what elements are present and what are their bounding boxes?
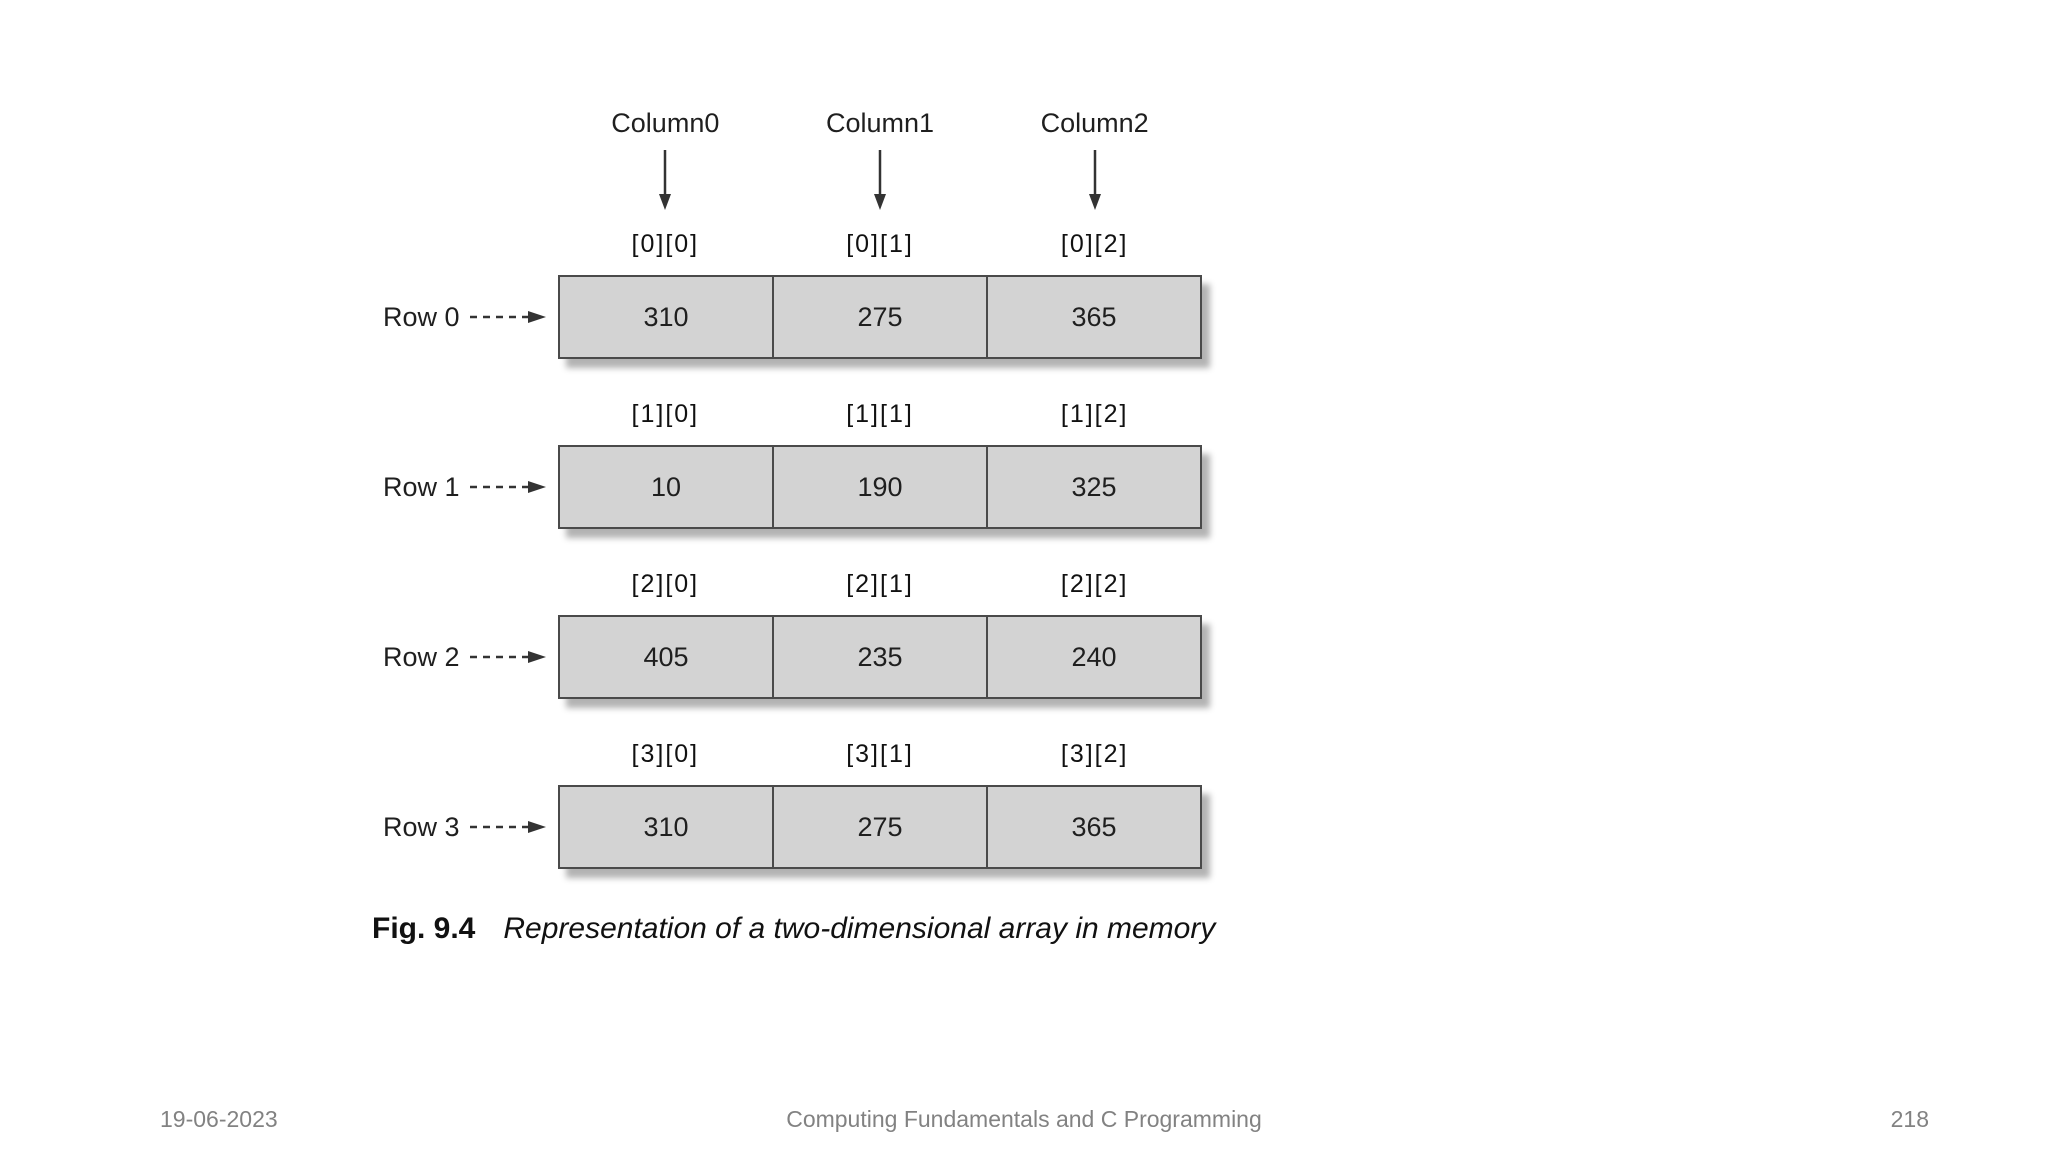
dashed-arrow-icon bbox=[469, 651, 546, 663]
row-label-group: Row 3 bbox=[383, 785, 555, 869]
array-cell: 275 bbox=[772, 277, 986, 357]
index-label: [1][2] bbox=[1060, 400, 1129, 428]
memory-row: 405 235 240 bbox=[558, 615, 1202, 699]
row-label: Row 1 bbox=[383, 471, 460, 502]
array-cell: 240 bbox=[986, 617, 1200, 697]
row-label: Row 0 bbox=[383, 301, 460, 332]
down-arrow-icon bbox=[1088, 150, 1101, 210]
column-header: Column0 bbox=[611, 108, 720, 138]
row-label: Row 3 bbox=[383, 811, 460, 842]
index-row: [1][0] [1][1] [1][2] bbox=[558, 400, 1202, 429]
column-arrows bbox=[558, 150, 1202, 212]
index-row: [2][0] [2][1] [2][2] bbox=[558, 570, 1202, 599]
index-label: [2][2] bbox=[1060, 570, 1129, 598]
array-cell: 365 bbox=[986, 787, 1200, 867]
footer-date: 19-06-2023 bbox=[160, 1106, 278, 1132]
column-headers: Column0 Column1 Column2 bbox=[558, 108, 1202, 139]
dashed-arrow-icon bbox=[469, 311, 546, 323]
array-cell: 310 bbox=[643, 301, 689, 332]
column-header: Column1 bbox=[825, 108, 935, 138]
row-label-group: Row 1 bbox=[383, 445, 555, 529]
array-cell: 10 bbox=[650, 471, 682, 502]
memory-row: 310 275 365 bbox=[558, 275, 1202, 359]
footer-title: Computing Fundamentals and C Programming bbox=[786, 1106, 1262, 1132]
array-cell: 275 bbox=[772, 787, 986, 867]
page-number: 218 bbox=[1890, 1106, 1929, 1132]
memory-row: 310 275 365 bbox=[558, 785, 1202, 869]
index-label: [0][0] bbox=[631, 230, 700, 258]
column-header: Column2 bbox=[1040, 108, 1149, 138]
index-label: [1][0] bbox=[631, 400, 700, 428]
slide-footer: 19-06-2023 Computing Fundamentals and C … bbox=[0, 1106, 2048, 1138]
row-label-group: Row 0 bbox=[383, 275, 555, 359]
array-cell: 310 bbox=[643, 811, 689, 842]
index-label: [3][1] bbox=[846, 740, 914, 768]
index-label: [3][0] bbox=[631, 740, 700, 768]
figure-title: Representation of a two-dimensional arra… bbox=[503, 912, 1216, 945]
dashed-arrow-icon bbox=[469, 481, 546, 493]
array-cell: 325 bbox=[986, 447, 1200, 527]
row-label-group: Row 2 bbox=[383, 615, 555, 699]
figure-caption: Fig. 9.4 Representation of a two-dimensio… bbox=[372, 912, 1215, 946]
down-arrow-icon bbox=[659, 150, 672, 210]
index-label: [2][1] bbox=[846, 570, 914, 598]
array-cell: 365 bbox=[986, 277, 1200, 357]
index-label: [0][1] bbox=[846, 230, 914, 258]
index-label: [0][2] bbox=[1060, 230, 1129, 258]
index-label: [1][1] bbox=[846, 400, 914, 428]
array-cell: 405 bbox=[643, 641, 689, 672]
array-cell: 235 bbox=[772, 617, 986, 697]
dashed-arrow-icon bbox=[469, 821, 546, 833]
index-label: [2][0] bbox=[631, 570, 700, 598]
figure-number: Fig. 9.4 bbox=[372, 912, 476, 945]
array-cell: 190 bbox=[772, 447, 986, 527]
memory-row: 10 190 325 bbox=[558, 445, 1202, 529]
index-row: [3][0] [3][1] [3][2] bbox=[558, 740, 1202, 769]
index-label: [3][2] bbox=[1060, 740, 1129, 768]
index-row: [0][0] [0][1] [0][2] bbox=[558, 230, 1202, 259]
down-arrow-icon bbox=[874, 150, 886, 210]
row-label: Row 2 bbox=[383, 641, 460, 672]
